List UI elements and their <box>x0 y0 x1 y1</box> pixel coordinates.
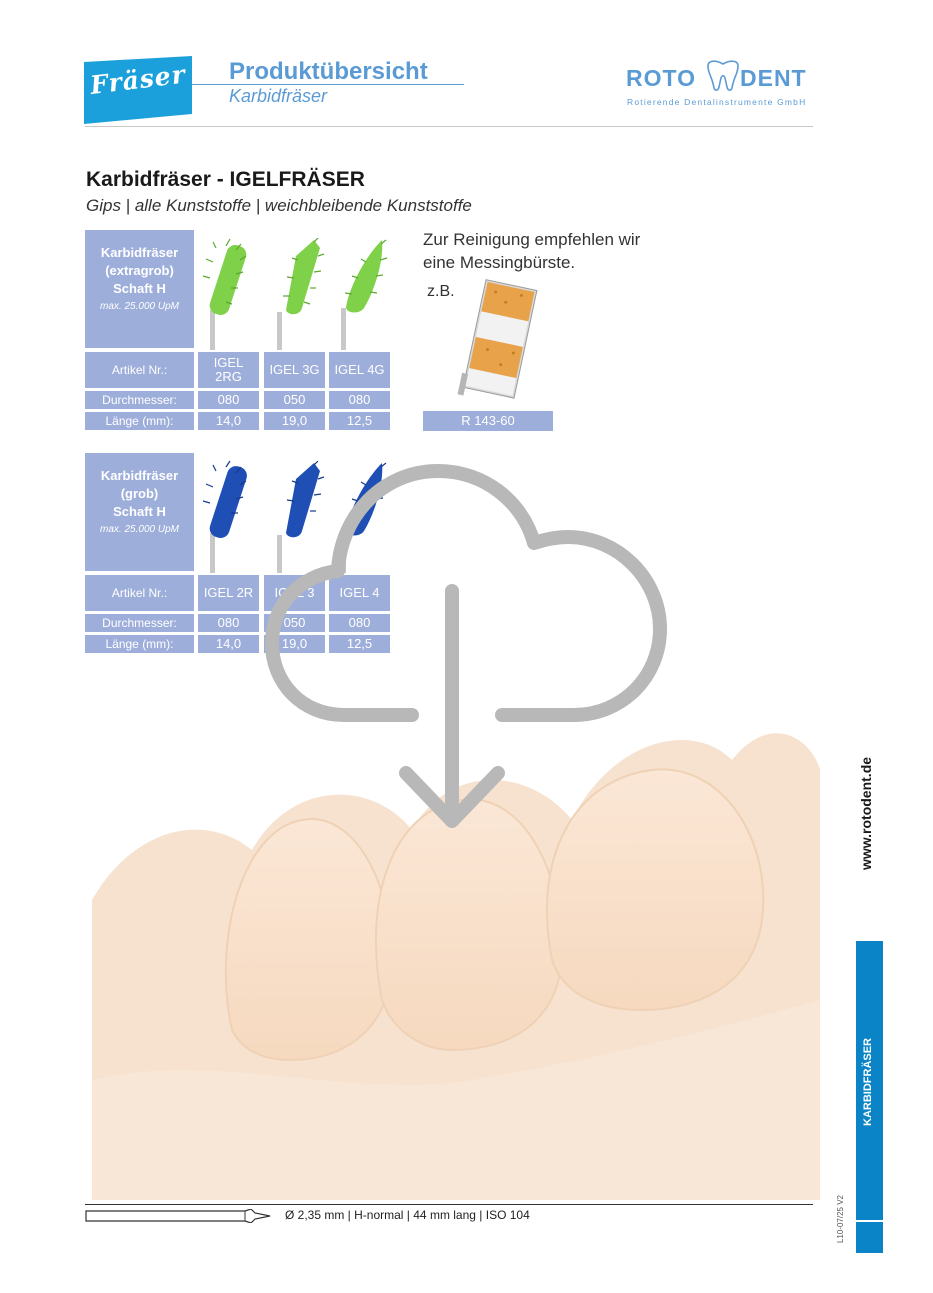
product-name-line: Karbidfräser <box>100 245 179 260</box>
badge-shape <box>84 56 192 124</box>
max-rpm: max. 25.000 UpM <box>100 301 179 312</box>
category-side-tab-end <box>856 1222 883 1253</box>
diameter-cell: 080 <box>198 391 259 409</box>
carbide-bur-igel-3g-image <box>277 238 325 350</box>
carbide-bur-igel-2rg-image <box>202 238 247 350</box>
max-rpm: max. 25.000 UpM <box>100 524 179 535</box>
category-badge: Fräser <box>84 56 192 124</box>
logo-word-right: DENT <box>740 65 807 91</box>
diameter-cell: 050 <box>264 614 325 632</box>
label-length: Länge (mm): <box>85 412 194 430</box>
length-cell: 14,0 <box>198 412 259 430</box>
article-number-cell: IGEL 3 <box>264 575 325 611</box>
diameter-cell: 080 <box>329 614 390 632</box>
product-header-grob: Karbidfräser (grob) Schaft H max. 25.000… <box>85 453 194 571</box>
length-cell: 19,0 <box>264 635 325 653</box>
article-number-cell: IGEL 4G <box>329 352 390 388</box>
cleaning-note: Zur Reinigung empfehlen wir eine Messing… <box>423 228 640 274</box>
article-number-cell: IGEL 3G <box>264 352 325 388</box>
label-article-number: Artikel Nr.: <box>85 575 194 611</box>
label-length: Länge (mm): <box>85 635 194 653</box>
length-cell: 19,0 <box>264 412 325 430</box>
product-name-line: Schaft H <box>113 504 166 519</box>
example-label: z.B. <box>427 283 455 300</box>
tooth-icon <box>707 60 739 91</box>
category-side-tab <box>856 941 883 1253</box>
article-number-cell: IGEL 4 <box>329 575 390 611</box>
carbide-bur-igel-4-image <box>341 462 388 573</box>
cleaning-note-line: eine Messingbürste. <box>423 253 576 272</box>
article-number-line: 2RG <box>215 369 242 384</box>
dental-model-image <box>92 700 820 1200</box>
diameter-cell: 080 <box>198 614 259 632</box>
length-cell: 14,0 <box>198 635 259 653</box>
length-cell: 12,5 <box>329 412 390 430</box>
brush-article-code: R 143-60 <box>423 411 553 431</box>
label-article-number: Artikel Nr.: <box>85 352 194 388</box>
article-number-line: IGEL <box>213 355 244 370</box>
brass-brush-image <box>457 279 538 399</box>
shaft-diagram-icon <box>85 1209 271 1223</box>
document-version: L10-07/25 V2 <box>836 1194 845 1244</box>
cleaning-note-line: Zur Reinigung empfehlen wir <box>423 230 641 249</box>
website-link[interactable]: www.rotodent.de <box>858 756 874 870</box>
label-diameter: Durchmesser: <box>85 391 194 409</box>
section-title: Karbidfräser - IGELFRÄSER <box>86 168 365 191</box>
diameter-cell: 080 <box>329 391 390 409</box>
section-subtitle: Gips | alle Kunststoffe | weichbleibende… <box>86 196 472 215</box>
article-number-cell: IGEL 2RG <box>198 352 259 388</box>
logo-word-left: ROTO <box>626 65 697 91</box>
logo-tagline: Rotierende Dentalinstrumente GmbH <box>627 97 807 107</box>
product-name-line: Schaft H <box>113 281 166 296</box>
header-divider <box>85 126 813 127</box>
rotodent-logo: ROTO DENT Rotierende Dentalinstrumente G… <box>626 60 812 110</box>
side-tab-gap <box>856 1220 883 1222</box>
article-number-cell: IGEL 2R <box>198 575 259 611</box>
product-name-line: Karbidfräser <box>100 468 179 483</box>
page-title: Produktübersicht <box>229 58 428 85</box>
carbide-bur-igel-4g-image <box>341 239 388 350</box>
product-header-extragrob: Karbidfräser (extragrob) Schaft H max. 2… <box>85 230 194 348</box>
product-name-line: (extragrob) <box>105 263 174 278</box>
label-diameter: Durchmesser: <box>85 614 194 632</box>
diameter-cell: 050 <box>264 391 325 409</box>
title-underline <box>192 84 464 85</box>
carbide-bur-igel-3-image <box>277 461 325 573</box>
product-name-line: (grob) <box>120 486 159 501</box>
category-side-label: KARBIDFRÄSER <box>862 1038 874 1126</box>
page-subtitle: Karbidfräser <box>229 86 328 106</box>
shaft-specification: Ø 2,35 mm | H-normal | 44 mm lang | ISO … <box>285 1208 530 1222</box>
carbide-bur-igel-2r-image <box>202 460 247 573</box>
footer-divider <box>85 1204 813 1205</box>
length-cell: 12,5 <box>329 635 390 653</box>
